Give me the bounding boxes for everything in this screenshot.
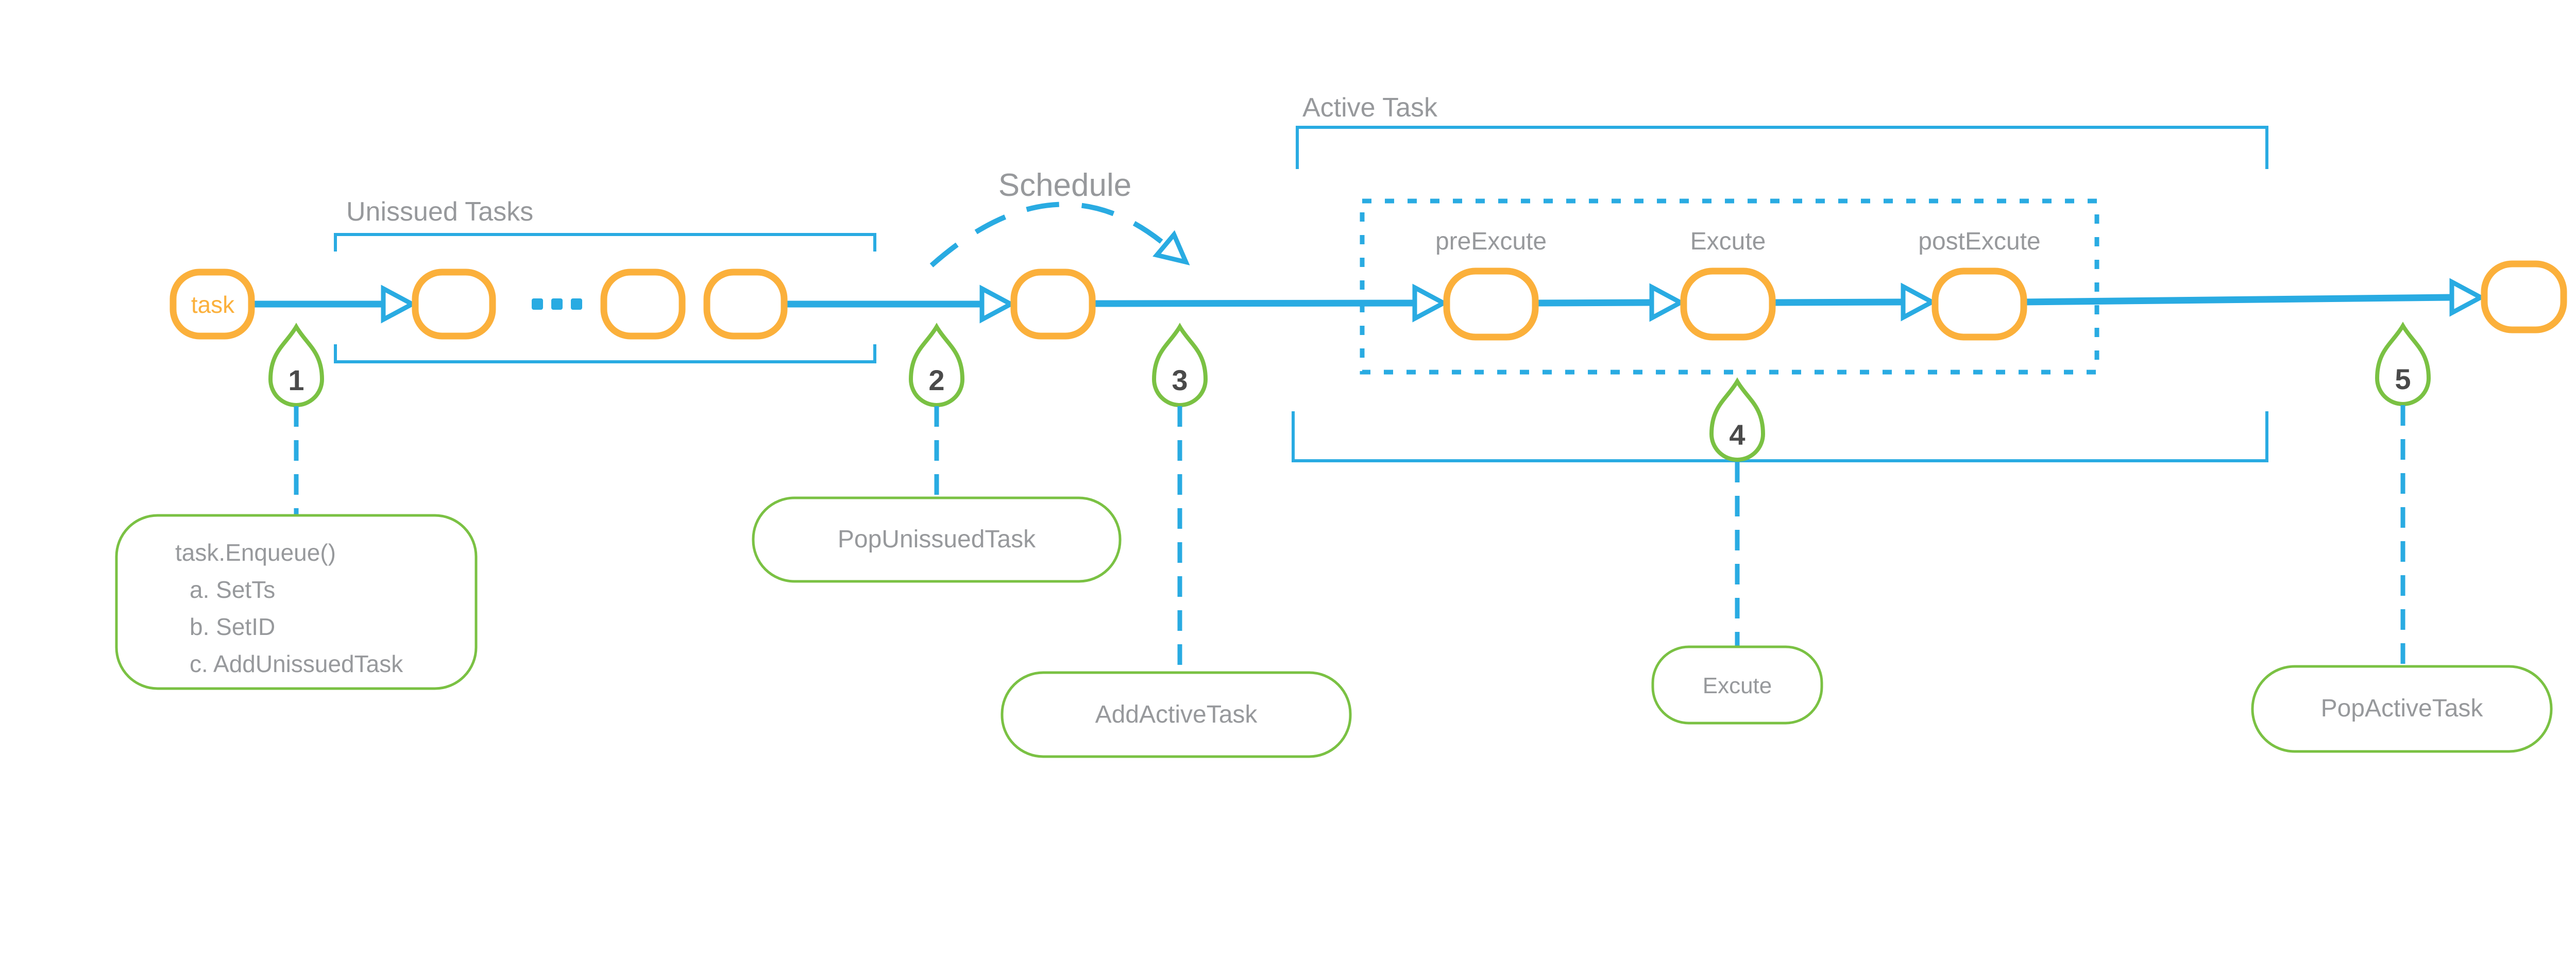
callout-pop-unissued: PopUnissuedTask [752, 496, 1122, 583]
callout-pop-unissued-box [752, 496, 1122, 583]
schedule-arc [929, 202, 1167, 267]
arrowhead-icon [979, 284, 1016, 324]
marker-1-number: 1 [288, 364, 304, 396]
arrowhead-icon [381, 284, 417, 324]
node-excute [1680, 267, 1776, 341]
callout-enqueue-item: a. SetTs [190, 576, 275, 603]
active-task-top-bracket [1296, 126, 2268, 169]
active-task-label: Active Task [1302, 93, 1438, 123]
callout-pop-active-box [2251, 665, 2553, 753]
post-excute-label: postExcute [1918, 228, 2040, 255]
arrowhead-icon [1412, 283, 1449, 323]
callout-add-active-box [1001, 671, 1352, 758]
callout-pop-unissued-label: PopUnissuedTask [838, 526, 1036, 553]
arrowhead-icon [1649, 283, 1686, 322]
callout-pop-active: PopActiveTask [2251, 665, 2553, 753]
node-unissued-last [703, 269, 788, 340]
marker-3-number: 3 [1172, 364, 1188, 396]
pre-excute-label: preExcute [1435, 228, 1547, 255]
marker-5-number: 5 [2395, 363, 2411, 395]
flow-line-schedule-to-pre [1093, 299, 1414, 307]
ellipsis-dot [571, 298, 582, 310]
marker-4: 4 [1709, 377, 1766, 652]
node-final [2481, 260, 2567, 333]
marker-2-drop-icon [908, 323, 965, 407]
flow-line-excute-to-post [1773, 298, 1903, 306]
marker-5: 5 [2375, 322, 2431, 685]
marker-2: 2 [908, 323, 965, 511]
arrowhead-icon [1901, 282, 1937, 322]
node-pre-excute [1443, 267, 1539, 341]
marker-2-number: 2 [928, 364, 944, 396]
excute-label: Excute [1690, 228, 1766, 255]
marker-3-drop-icon [1151, 323, 1208, 407]
callout-enqueue-item: b. SetID [190, 613, 275, 640]
unissued-tasks-bottom-bracket [334, 344, 876, 363]
callout-execute: Excute [1651, 645, 1823, 725]
unissued-tasks-top-bracket [334, 233, 876, 252]
callout-enqueue-title: task.Enqueue() [175, 539, 336, 566]
node-schedule [1010, 269, 1096, 340]
callout-enqueue: task.Enqueue() a. SetTs b. SetID c. AddU… [115, 514, 478, 690]
marker-4-number: 4 [1729, 418, 1745, 451]
callout-execute-box [1651, 645, 1823, 725]
marker-5-drop-icon [2375, 322, 2431, 406]
marker-1: 1 [268, 323, 325, 521]
node-task-label: task [191, 291, 235, 318]
callout-execute-label: Excute [1703, 673, 1772, 698]
ellipsis-dot [532, 298, 543, 310]
arc-arrowhead-icon [1153, 230, 1190, 265]
callout-enqueue-box [115, 514, 478, 690]
callout-enqueue-item: c. AddUnissuedTask [190, 650, 403, 677]
ellipsis-dots-icon [532, 298, 582, 310]
active-task-dotted-box [1360, 198, 2099, 375]
callout-add-active-label: AddActiveTask [1095, 701, 1258, 728]
ellipsis-dot [551, 298, 563, 310]
marker-1-drop-icon [268, 323, 325, 407]
node-unissued-second [600, 269, 686, 340]
marker-3: 3 [1151, 323, 1208, 681]
callout-add-active: AddActiveTask [1001, 671, 1352, 758]
marker-4-drop-icon [1709, 377, 1766, 462]
node-unissued-first [412, 269, 496, 340]
node-task [170, 269, 255, 340]
unissued-tasks-label: Unissued Tasks [346, 197, 533, 227]
flow-line-post-to-final [2024, 294, 2451, 306]
active-task-bottom-bracket [1292, 411, 2268, 462]
node-post-excute [1931, 267, 2027, 341]
callout-pop-active-label: PopActiveTask [2321, 695, 2484, 722]
arrowhead-icon [2449, 278, 2486, 317]
schedule-label: Schedule [998, 168, 1132, 203]
